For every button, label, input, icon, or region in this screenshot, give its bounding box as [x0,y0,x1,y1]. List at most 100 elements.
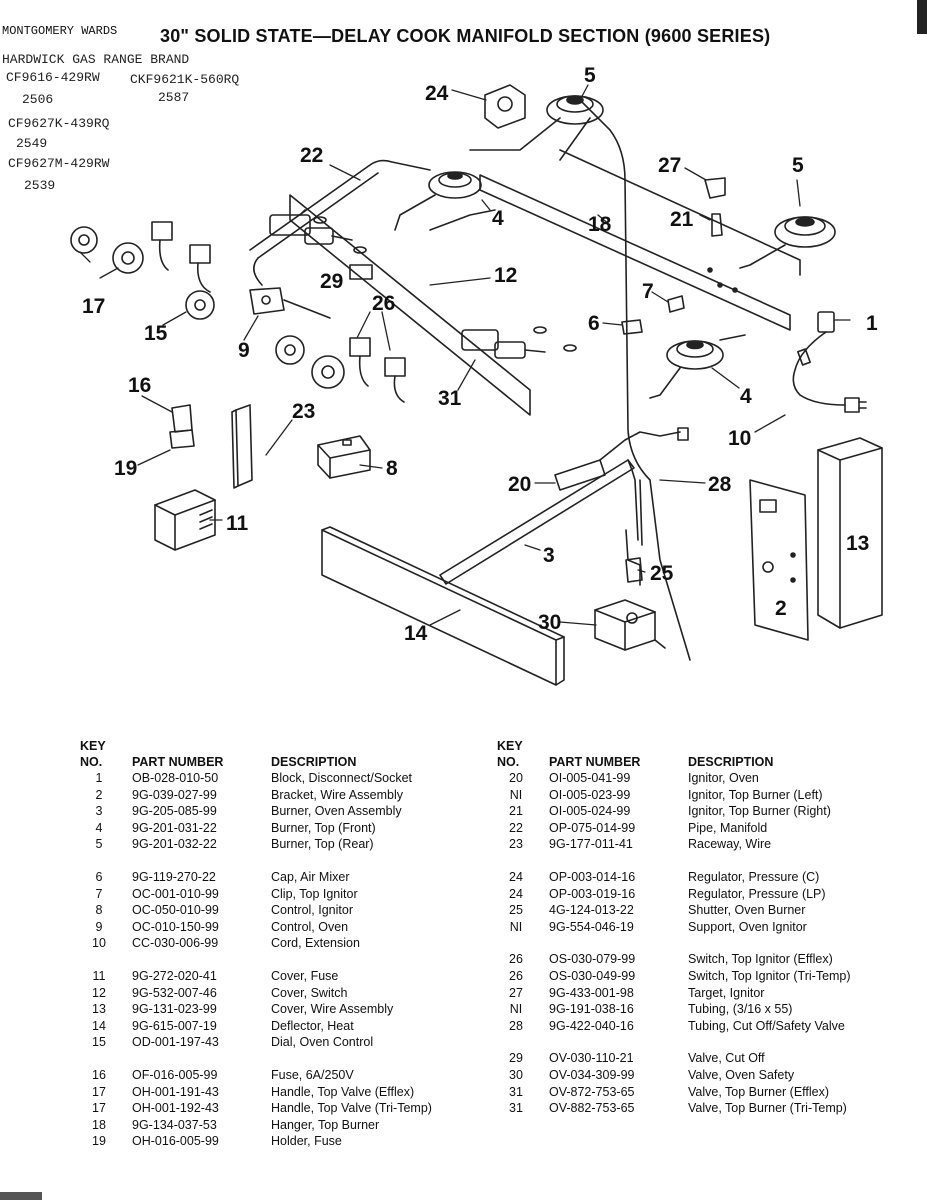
part-number-cell: OS-030-049-99 [549,968,636,983]
callout-8: 8 [386,457,398,480]
oven-safety-valve [594,599,666,651]
description-cell: Cap, Air Mixer [271,869,350,884]
scan-edge-mark [917,0,927,34]
part-number-cell: 9G-433-001-98 [549,985,634,1000]
handwritten-model-3: CF9627K-439RQ [8,116,110,131]
part-number-cell: OH-001-191-43 [132,1084,219,1099]
key-cell: 23 [509,837,523,852]
key-header-line2: NO. [497,755,520,769]
description-cell: Control, Ignitor [271,903,353,918]
description-cell: Handle, Top Valve (Tri-Temp) [271,1101,432,1116]
description-cell: Burner, Oven Assembly [271,804,402,819]
key-cell: 22 [509,820,523,835]
table-row: 15 OD-001-197-43 Dial, Oven Control [80,1034,461,1051]
handwritten-code-1: 2506 [22,92,54,107]
part-number-cell: OC-050-010-99 [132,903,219,918]
description-cell: Pipe, Manifold [688,820,768,835]
part-number-cell: OH-016-005-99 [132,1134,219,1149]
description-cell: Raceway, Wire [688,837,772,852]
key-cell: 3 [95,804,103,819]
description-cell: Hanger, Top Burner [271,1117,380,1132]
handwritten-code-3: 2549 [16,136,48,151]
group-spacer [497,853,878,869]
key-cell: 6 [95,869,103,884]
callout-24: 24 [425,82,449,105]
description-cell: Deflector, Heat [271,1018,354,1033]
key-cell: 20 [509,771,523,785]
key-cell: 14 [92,1018,106,1033]
part-number-cell: 9G-615-007-19 [132,1018,217,1033]
description-cell: Ignitor, Top Burner (Right) [688,804,831,819]
handwritten-model-2: CKF9621K-560RQ [130,72,240,87]
description-cell: Regulator, Pressure (LP) [688,886,826,901]
key-cell: 31 [509,1101,523,1116]
callout-13: 13 [846,532,869,555]
key-cell: 28 [509,1018,523,1033]
description-cell: Clip, Top Ignitor [271,886,358,901]
col-description-header: DESCRIPTION [688,755,774,769]
key-cell: 15 [92,1035,106,1050]
group-spacer [497,935,878,951]
description-cell: Support, Oven Ignitor [688,919,807,934]
callout-12: 12 [494,264,517,287]
fuse-cover [154,489,216,551]
part-number-cell: 9G-177-011-41 [549,837,633,852]
key-cell: 26 [509,952,523,967]
callout-5b: 5 [792,154,804,177]
callout-5a: 5 [584,64,596,87]
description-cell: Burner, Top (Front) [271,820,376,835]
description-cell: Tubing, Cut Off/Safety Valve [688,1018,845,1033]
ignitor-target [704,177,726,237]
callout-3: 3 [543,544,555,567]
callout-7: 7 [642,280,654,303]
key-cell: 16 [92,1067,106,1082]
col-key-header: KEY NO. [497,738,535,770]
callout-28: 28 [708,473,732,496]
description-cell: Target, Ignitor [688,985,765,1000]
callout-30: 30 [538,611,561,634]
key-cell: 4 [95,820,103,835]
ignitor-control [317,435,371,479]
key-cell: 12 [92,985,106,1000]
part-number-cell: 9G-205-085-99 [132,804,217,819]
description-cell: Fuse, 6A/250V [271,1067,354,1082]
part-number-cell: OP-075-014-99 [549,820,636,835]
front-burner-right [649,334,746,399]
key-cell: 31 [509,1084,523,1099]
group-spacer [80,1051,461,1067]
table-row: 22 OP-075-014-99 Pipe, Manifold [497,820,878,837]
description-cell: Dial, Oven Control [271,1035,374,1050]
regulator [484,84,526,129]
part-number-cell: 9G-422-040-16 [549,1018,634,1033]
part-number-cell: OD-001-197-43 [132,1035,219,1050]
key-cell: 26 [509,968,523,983]
key-header-line1: KEY [497,739,523,753]
callout-22: 22 [300,144,323,167]
valve-handles [70,226,345,389]
callout-18: 18 [588,213,612,236]
group-spacer [497,1034,878,1050]
description-cell: Cover, Wire Assembly [271,1002,394,1017]
description-cell: Block, Disconnect/Socket [271,771,413,785]
fuse-holder [169,404,195,449]
key-cell: 2 [95,787,103,802]
part-number-cell: 9G-532-007-46 [132,985,217,1000]
callout-27: 27 [658,154,681,177]
callout-20: 20 [508,473,531,496]
part-number-cell: 9G-201-031-22 [132,820,217,835]
cut-off-valve [349,264,373,280]
